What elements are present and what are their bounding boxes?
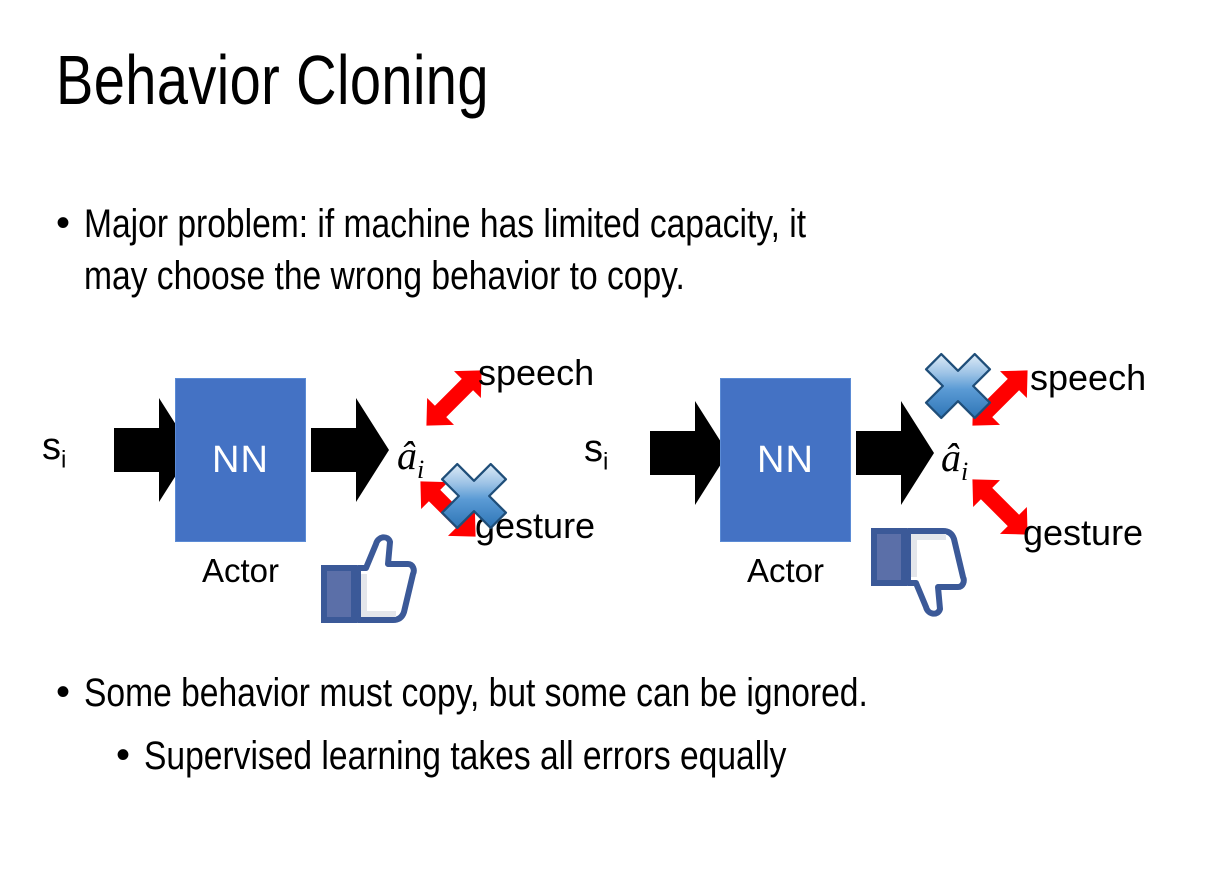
bullet-top: • Major problem: if machine has limited …: [56, 198, 1166, 302]
output-arrow-icon-left: [311, 395, 389, 505]
cross-out-icon-left: [436, 458, 512, 534]
diagram-left: si NN Actor âi: [18, 340, 618, 640]
nn-box-left: NN: [175, 378, 306, 542]
bullet-bottom-2-text: Supervised learning takes all errors equ…: [144, 734, 787, 778]
bullet-bottom-1: • Some behavior must copy, but some can …: [56, 667, 1176, 719]
output-action-subscript: i: [961, 457, 969, 486]
input-state-symbol: s: [42, 426, 61, 468]
input-state-symbol: s: [584, 428, 603, 470]
output-action-symbol: â: [397, 433, 417, 478]
branch-label-speech-left: speech: [478, 352, 595, 393]
input-state-label-left: si: [42, 428, 66, 473]
thumbs-up-icon: [318, 530, 418, 626]
page-title: Behavior Cloning: [56, 41, 489, 119]
cross-out-icon-right: [920, 348, 996, 424]
bullet-marker-icon: •: [56, 201, 71, 245]
actor-caption-right: Actor: [746, 552, 825, 589]
bullet-marker-icon: •: [56, 670, 71, 714]
input-state-label-right: si: [584, 430, 608, 475]
output-arrow-icon-right: [856, 398, 934, 508]
nn-box-label: NN: [212, 438, 269, 481]
branch-arrow-gesture-right: [955, 462, 1045, 552]
nn-box-label: NN: [757, 438, 814, 481]
bullet-bottom-2: • Supervised learning takes all errors e…: [116, 730, 1176, 782]
output-action-label-right: âi: [941, 438, 968, 485]
branch-label-gesture-right: gesture: [1023, 512, 1144, 553]
output-action-symbol: â: [941, 435, 961, 480]
bullet-bottom-1-text: Some behavior must copy, but some can be…: [84, 671, 868, 715]
input-arrow-icon-right: [650, 398, 728, 508]
actor-caption-left: Actor: [201, 552, 280, 589]
nn-box-right: NN: [720, 378, 851, 542]
diagram-right: si NN Actor âi: [580, 340, 1180, 640]
output-action-subscript: i: [417, 455, 425, 484]
branch-arrow-speech-right: [955, 353, 1045, 443]
bullet-top-text: Major problem: if machine has limited ca…: [84, 202, 807, 298]
branch-label-speech-right: speech: [1030, 357, 1147, 398]
input-state-subscript: i: [61, 446, 67, 474]
bullet-marker-icon: •: [116, 733, 131, 777]
input-arrow-icon-left: [114, 395, 192, 505]
branch-arrow-speech-left: [409, 353, 499, 443]
thumbs-down-icon: [868, 525, 968, 621]
input-state-subscript: i: [603, 448, 609, 476]
output-action-label-left: âi: [397, 436, 424, 483]
